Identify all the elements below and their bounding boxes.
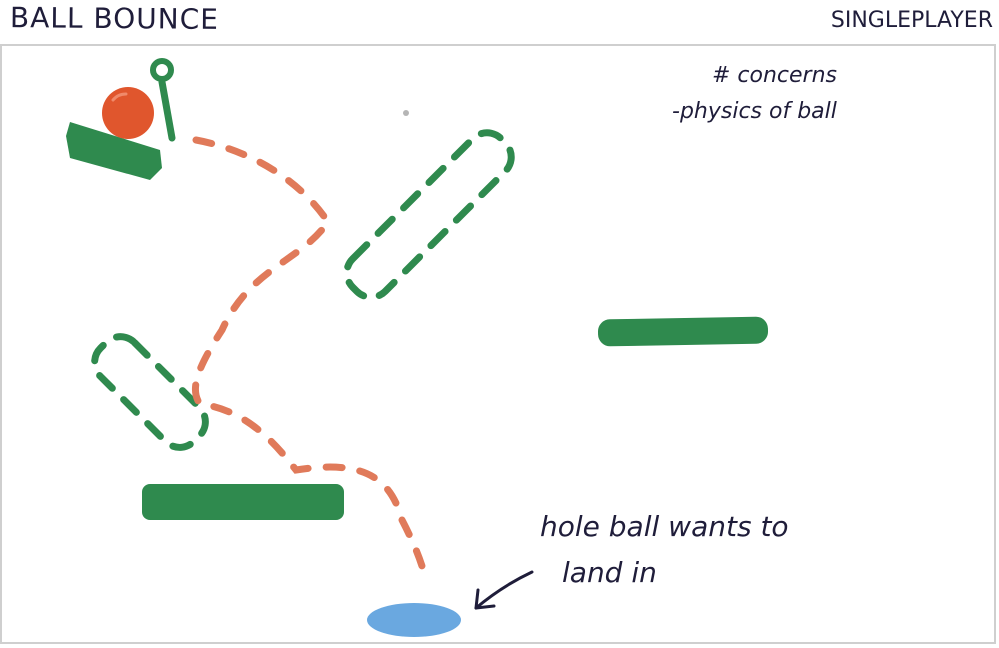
notes-item: -physics of ball bbox=[672, 99, 837, 124]
dashed-platform-upper bbox=[343, 129, 515, 301]
game-canvas bbox=[0, 44, 996, 644]
annotation-line-1: hole ball wants to bbox=[540, 510, 789, 543]
mode-label: SINGLEPLAYER bbox=[830, 8, 993, 33]
dashed-platform-lower bbox=[91, 333, 209, 451]
concerns-notes: # concerns -physics of ball bbox=[672, 58, 837, 130]
stray-dot bbox=[403, 110, 409, 116]
arrow-icon bbox=[474, 570, 534, 610]
platform-top-left bbox=[66, 122, 162, 180]
launcher-icon bbox=[150, 58, 176, 142]
annotation-line-2: land in bbox=[562, 556, 657, 589]
ball-icon bbox=[102, 87, 154, 139]
ball-trajectory bbox=[191, 136, 426, 570]
platform-bottom bbox=[142, 484, 344, 520]
hole-annotation: hole ball wants to land in bbox=[540, 504, 789, 596]
hole-icon bbox=[367, 603, 461, 637]
notes-heading: # concerns bbox=[712, 63, 838, 88]
platform-right bbox=[597, 316, 769, 347]
